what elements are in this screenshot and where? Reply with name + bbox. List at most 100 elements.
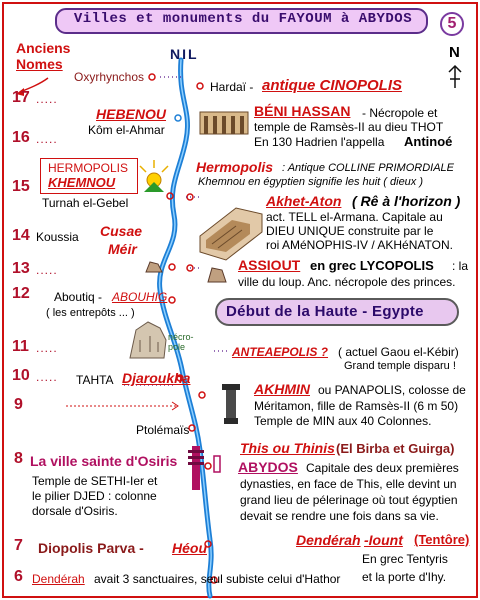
nome-dots: ..... [36, 263, 58, 277]
nome-number: 13 [12, 260, 30, 277]
nome9-arrow-icon [66, 401, 179, 411]
nome-number: 11 [12, 338, 29, 355]
antaeopolis-gaou: ( actuel Gaou el-Kébir) [338, 345, 459, 359]
abydos-line-4: devait se rendre une fois dans sa vie. [240, 509, 439, 523]
anciens-label: Anciens [16, 40, 71, 56]
city-heou: Héou [172, 540, 207, 556]
beni-hassan-line-2: temple de Ramsès-II au dieu THOT [254, 120, 444, 134]
small-ruin-icon [145, 261, 227, 283]
tentyris-note: En grec Tentyris [362, 552, 448, 566]
city-aboutiq: Aboutiq - [54, 290, 103, 304]
assiout-line-2: ville du loup. Anc. nécropole des prince… [238, 275, 456, 289]
river-label: NIL [170, 46, 199, 62]
city-hardai: Hardaï - [210, 80, 254, 94]
tomb-colonnade-icon [199, 111, 249, 135]
city-akhmin: AKHMIN [254, 381, 310, 397]
hermopolis-box [40, 158, 138, 194]
re-horizon: ( Rê à l'horizon ) [352, 193, 461, 209]
city-tahta: TAHTA [76, 373, 114, 387]
city-hebenou: HEBENOU [96, 106, 167, 122]
city-hermopolis: HERMOPOLIS [48, 161, 129, 175]
porte-ihy-note: et la porte d'Ihy. [362, 570, 447, 584]
city-antaeopolis: ANTEAEPOLIS ? [232, 345, 329, 359]
city-iount: -Iount [364, 532, 403, 548]
city-antinoe: Antinoé [404, 134, 453, 149]
akhet-line-3: roi AMéNOPHIS-IV / AKHéNATON. [266, 238, 453, 252]
nome-number: 17 [12, 89, 30, 106]
city-beni-hassan: BÉNI HASSAN [254, 103, 351, 119]
abydos-line-3: grand lieu de pélerinage où tout égyptie… [240, 493, 458, 507]
denderah-sanctuaries: avait 3 sanctuaires, seul subiste celui … [94, 572, 341, 586]
haute-egypte-title: Début de la Haute - Egypte [226, 303, 424, 320]
nome-dots: ..... [36, 341, 58, 355]
city-cusae: Cusae [100, 223, 143, 239]
assiout-tail: : la [452, 259, 469, 273]
abydos-line-2: dynasties, en face de This, elle devint … [240, 477, 457, 491]
nomes-label: Nomes [16, 56, 63, 72]
city-denderah-left: Dendérah [32, 572, 85, 586]
city-denderah-right: Dendérah [296, 532, 361, 548]
akhet-line-1: act. TELL el-Armana. Capitale au [266, 210, 443, 224]
city-ptolemais: Ptolémaïs [136, 423, 190, 437]
nome-number: 8 [14, 450, 23, 467]
page-title: Villes et monuments du FAYOUM à ABYDOS [73, 11, 413, 27]
grand-temple-note: Grand temple disparu ! [344, 360, 456, 372]
nome-number: 6 [14, 568, 23, 585]
nome-number: 10 [12, 367, 30, 384]
abydos-line-1: Capitale des deux premières [306, 461, 459, 475]
city-abouhig: ABOUHIG [112, 290, 168, 304]
entrepots-note: ( les entrepôts ... ) [46, 307, 135, 319]
city-assiout: ASSIOUT [238, 257, 301, 273]
necropole-label: nécro-pole [168, 332, 194, 352]
city-diopolis: Diopolis Parva - [38, 540, 144, 556]
nome-dots: ..... [36, 92, 58, 106]
assiout-lycopolis: en grec LYCOPOLIS [310, 258, 434, 273]
osiris-line-1: Temple de SETHI-Ier et [32, 474, 158, 488]
page-number-badge: 5 [440, 12, 464, 36]
sun-hill-icon [139, 160, 169, 192]
leader-lines [124, 76, 230, 386]
haute-egypte-banner [215, 298, 459, 326]
colossus-statue-icon [222, 384, 240, 424]
osiris-line-3: dorsale d'Osiris. [32, 504, 118, 518]
akhmin-line-1: ou PANAPOLIS, colosse de [318, 383, 466, 397]
hieroglyph-icon [213, 455, 221, 473]
city-oxyrhynchos: Oxyrhynchos [74, 70, 145, 84]
djed-pillar-icon [188, 446, 204, 490]
osiris-line-2: le pilier DJED : colonne [32, 489, 157, 503]
nome-dots: ..... [36, 370, 58, 384]
city-koussia: Koussia [36, 230, 79, 244]
city-markers [148, 73, 218, 584]
city-turnah: Turnah el-Gebel [42, 196, 129, 210]
nome-dots: ..... [36, 132, 58, 146]
city-cinopolis: antique CINOPOLIS [262, 77, 403, 94]
title-banner [55, 8, 428, 34]
nome-number: 9 [14, 396, 23, 413]
nome-number: 14 [12, 227, 30, 244]
city-hermopolis-right: Hermopolis [196, 159, 274, 175]
nome-number: 7 [14, 537, 23, 554]
khemnou-meaning: Khemnou en égyptien signifie les huit ( … [198, 176, 424, 188]
north-label: N [449, 44, 460, 61]
city-this-thinis: This ou Thinis [240, 440, 335, 456]
city-meir: Méir [108, 241, 137, 257]
city-akhet-aton: Akhet-Aton [266, 193, 342, 209]
city-djaroukha: Djaroukha [122, 370, 191, 386]
necropolis-rock-icon [129, 321, 167, 359]
osiris-title: La ville sainte d'Osiris [30, 453, 178, 469]
north-arrow-icon [448, 64, 462, 88]
el-birba: (El Birba et Guirga) [336, 441, 455, 456]
city-tentore: (Tentôre) [414, 532, 470, 547]
nome-number: 16 [12, 129, 30, 146]
temple-ruin-icon [199, 207, 263, 261]
beni-hassan-line-3: En 130 Hadrien l'appella [254, 135, 385, 149]
akhet-line-2: DIEU UNIQUE construite par le [266, 224, 434, 238]
akhmin-line-2: Méritamon, fille de Ramsès-II (6 m 50) [254, 399, 459, 413]
nome-number: 12 [12, 285, 30, 302]
city-abydos: ABYDOS [238, 459, 298, 475]
city-khemnou: KHEMNOU [48, 175, 116, 190]
beni-hassan-line-1: - Nécropole et [362, 106, 438, 120]
